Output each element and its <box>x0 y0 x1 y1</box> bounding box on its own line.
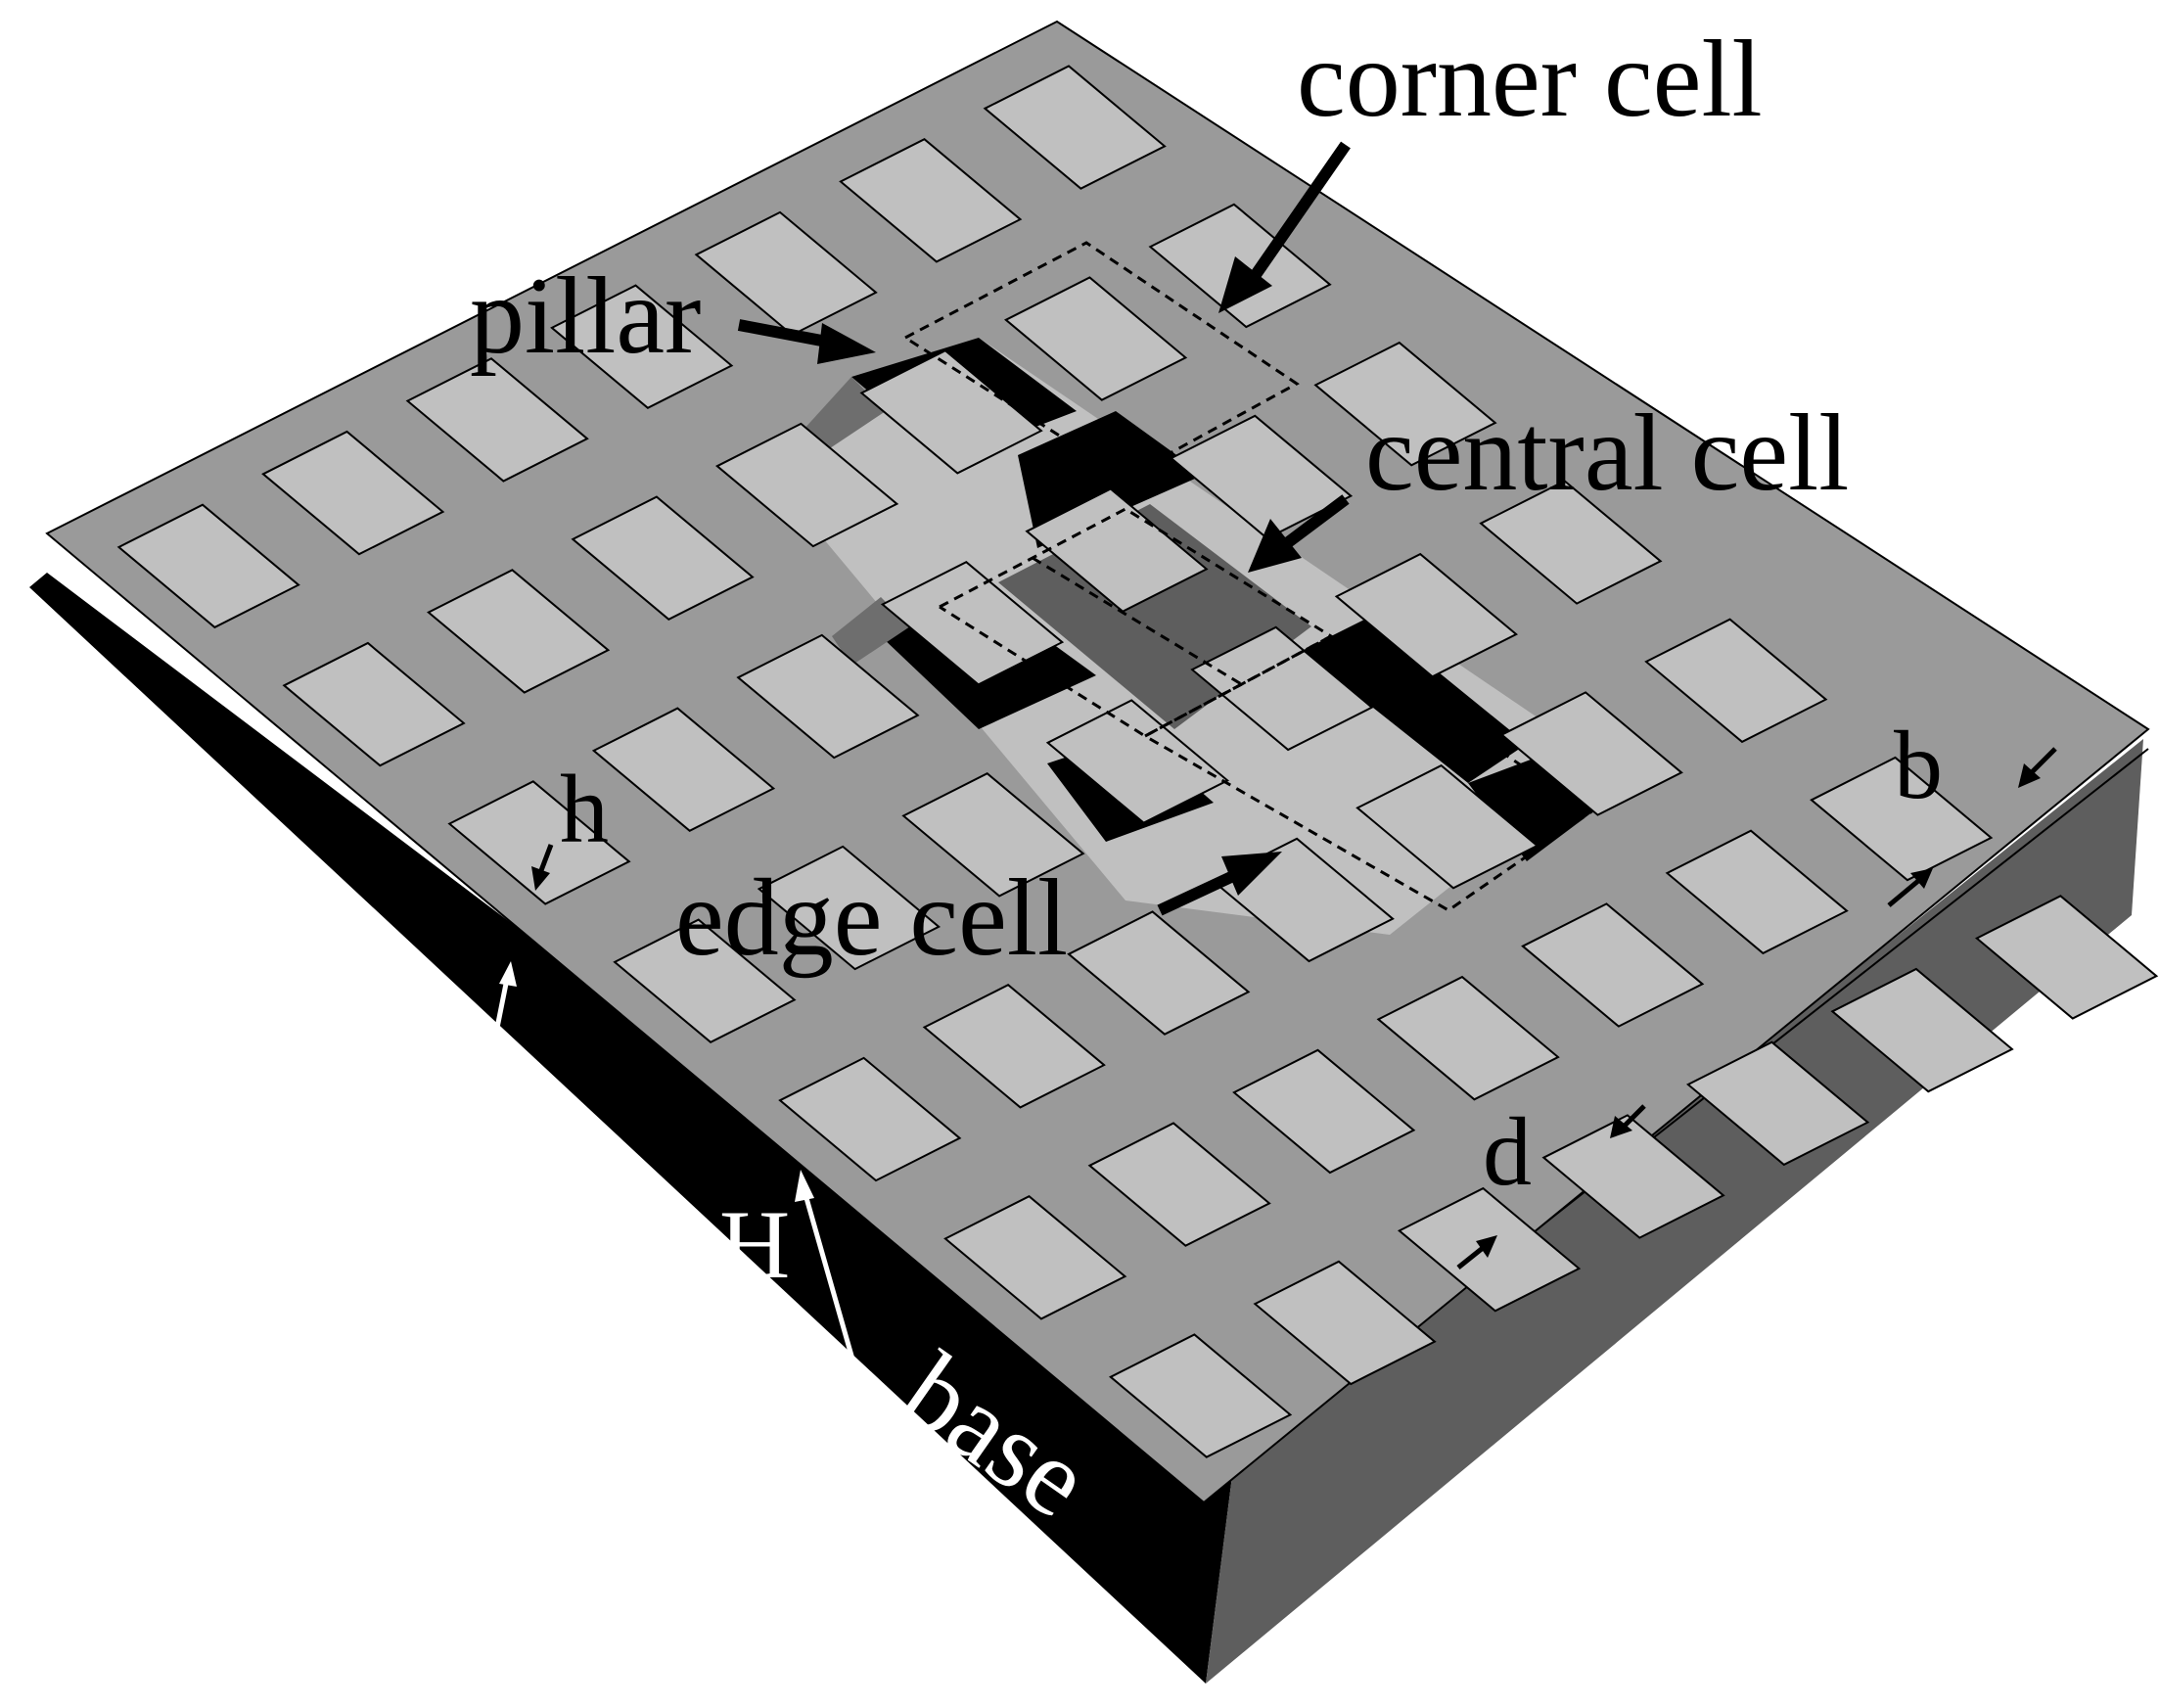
pillar-top <box>922 984 1106 1109</box>
pillar-top <box>1334 552 1519 678</box>
pillar-top <box>261 430 445 556</box>
central-cell-label: central cell <box>1365 392 1849 514</box>
pillar-top <box>714 422 899 548</box>
pillar-top <box>1253 1260 1437 1386</box>
central-cell-outline <box>939 507 1334 738</box>
pillar-top <box>1974 895 2159 1020</box>
central-cell-arrow <box>1283 494 1350 548</box>
d-label: d <box>1483 1097 1532 1206</box>
H-arrowhead-bottom <box>850 1374 869 1406</box>
pillar-top <box>1355 763 1539 890</box>
d-arrowhead-bottom <box>1476 1235 1497 1258</box>
b-arrowhead-bottom <box>1910 868 1933 889</box>
pillar-top <box>778 1056 962 1182</box>
edge-cell-arrowhead <box>1221 852 1282 896</box>
h-label: h <box>560 755 609 863</box>
corner-cell-arrow <box>1248 141 1351 283</box>
pillar-top <box>859 349 1043 475</box>
pillar-top <box>1003 276 1188 401</box>
pillar-top <box>983 65 1167 190</box>
cavity-wall <box>832 597 910 666</box>
pillar-top <box>591 707 776 832</box>
pillar-top <box>1067 910 1251 1036</box>
pillar-top <box>1025 487 1209 613</box>
pillar-top <box>571 495 755 621</box>
edge-cell-outline <box>1144 634 1593 912</box>
pillar-top <box>1045 699 1230 824</box>
pillar-top <box>447 780 631 905</box>
pillar-top <box>1108 1333 1293 1458</box>
pillar-top <box>1313 341 1497 467</box>
cell-outlines <box>904 241 1593 912</box>
h-arrowhead-top <box>531 866 550 891</box>
pillar-top <box>613 918 797 1043</box>
pillar-top <box>1169 414 1354 540</box>
d-arrow-bottom <box>1456 1246 1485 1269</box>
pillar-top <box>1376 975 1560 1101</box>
pillar-top <box>1190 625 1374 752</box>
cavity-wall <box>1302 617 1527 783</box>
pillar-top <box>1479 480 1663 605</box>
pillar-top <box>282 641 466 767</box>
H-arrowhead-top <box>795 1170 814 1202</box>
h-arrow-top <box>537 844 554 874</box>
pillar-top <box>1232 1048 1416 1175</box>
b-label: b <box>1894 711 1943 819</box>
pillar-top <box>943 1195 1127 1320</box>
pillar-arrow <box>737 319 834 348</box>
pillar-top <box>757 845 942 971</box>
pillar-top <box>839 138 1023 263</box>
pillar-top <box>1830 967 2014 1093</box>
pillar-top <box>426 569 611 694</box>
central-cell-arrowhead <box>1248 519 1302 573</box>
pillar-top <box>550 284 734 409</box>
annotation-arrows <box>494 141 2057 1406</box>
pillar-top <box>1665 829 1849 955</box>
base-front-face <box>29 573 1233 1684</box>
edge-cell-arrow <box>1157 870 1236 916</box>
pillar-top <box>901 772 1085 898</box>
pillar-arrowhead <box>817 323 876 364</box>
pillar-top <box>1810 756 1994 882</box>
H-arrow <box>800 1183 864 1391</box>
pillar-top <box>1087 1122 1271 1247</box>
b-arrow-bottom <box>1887 879 1920 907</box>
pillar-top <box>880 561 1065 686</box>
h-arrowhead-bottom <box>499 961 517 987</box>
corner-cell-outline <box>904 241 1300 480</box>
pillar-top <box>1644 618 1828 744</box>
b-arrowhead-top <box>2018 763 2041 788</box>
pillar-top <box>694 210 878 337</box>
d-arrow-top <box>1623 1104 1646 1128</box>
pillar-top <box>116 503 300 629</box>
pillar-top <box>405 357 589 483</box>
edge-cell-label: edge cell <box>675 857 1068 979</box>
pillar-array <box>116 65 2159 1458</box>
corner-cell-arrowhead <box>1218 256 1272 313</box>
pillar-label: pillar <box>470 255 701 377</box>
central-cell-divider <box>1032 556 1244 687</box>
pillar-top <box>1541 1114 1725 1239</box>
pillar-top <box>1521 902 1705 1028</box>
d-arrowhead-top <box>1610 1116 1632 1138</box>
pillar-top <box>1685 1040 1870 1167</box>
h-arrow-bottom <box>494 978 510 1029</box>
cavity-wall <box>803 377 886 460</box>
b-arrow-top <box>2029 747 2057 775</box>
pillar-top <box>1499 691 1683 816</box>
corner-cell-label: corner cell <box>1297 19 1763 140</box>
pillar-top <box>736 633 920 760</box>
H-label: H <box>719 1190 790 1299</box>
